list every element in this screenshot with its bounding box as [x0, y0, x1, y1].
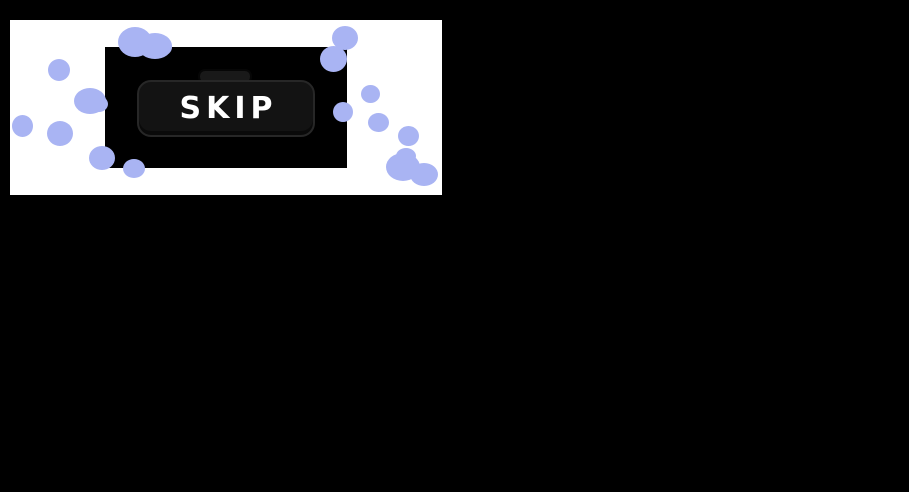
- skip-button[interactable]: SKIP: [137, 80, 315, 137]
- paint-blob: [89, 146, 115, 170]
- paint-blob: [410, 163, 438, 186]
- skip-panel: SKIP: [105, 47, 347, 168]
- paint-blob: [123, 159, 145, 178]
- paint-blob: [333, 102, 353, 122]
- game-viewport: SKIP: [10, 20, 442, 195]
- paint-blob: [12, 115, 33, 137]
- paint-blob: [90, 96, 108, 112]
- paint-blob: [396, 148, 416, 164]
- paint-blob: [361, 85, 380, 103]
- paint-blob: [48, 59, 70, 81]
- paint-blob: [368, 113, 389, 132]
- paint-blob: [320, 46, 347, 72]
- paint-blob: [47, 121, 73, 146]
- paint-blob: [152, 38, 172, 56]
- paint-blob: [398, 126, 419, 146]
